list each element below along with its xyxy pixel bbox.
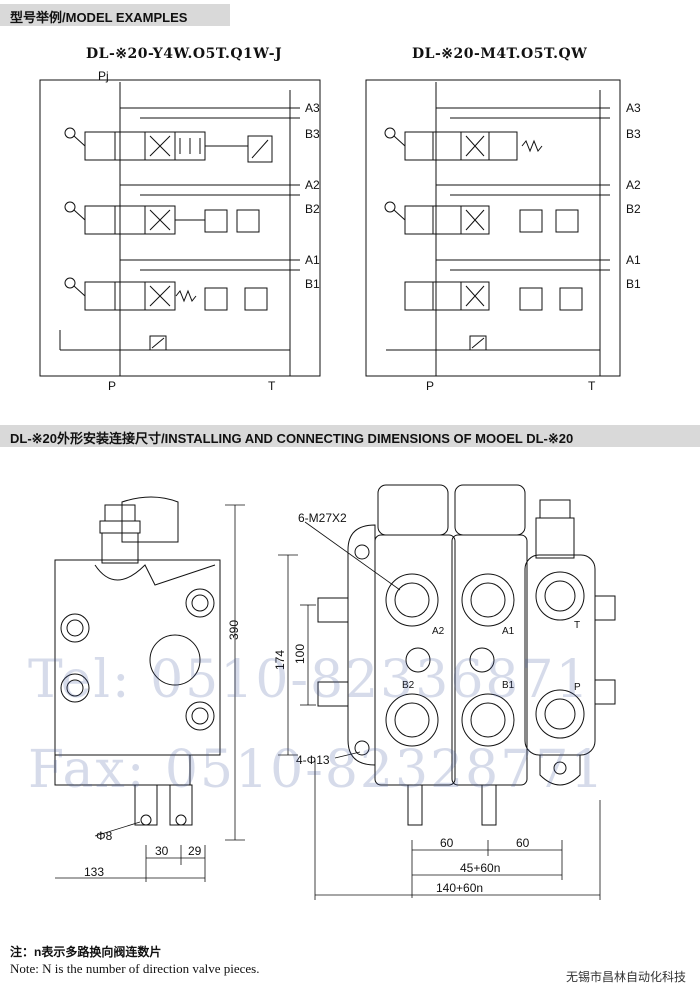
model-code-right: DL-※20-M4T.O5T.QW	[412, 46, 588, 62]
dim-29: 29	[188, 844, 202, 858]
spool-row-1	[64, 259, 300, 311]
spool-row-3-right	[384, 107, 610, 161]
label-a3-right: A3	[626, 101, 641, 115]
spool-row-2-right	[384, 184, 610, 235]
label-b3-right: B3	[626, 127, 641, 141]
label-t-left: T	[268, 379, 276, 393]
note-english: Note: N is the number of direction valve…	[10, 961, 260, 976]
front-view-drawing	[278, 484, 616, 900]
spool-row-1-right	[404, 259, 610, 311]
label-a1-left: A1	[305, 253, 320, 267]
label-b2-right: B2	[626, 202, 641, 216]
section-header-dimensions: DL-※20外形安装连接尺寸/INSTALLING AND CONNECTING…	[0, 425, 700, 447]
label-p-left: P	[108, 379, 116, 393]
label-pj: Pj	[98, 69, 109, 83]
dim-100: 100	[293, 644, 307, 664]
section-header-model-examples: 型号举例/MODEL EXAMPLES	[0, 4, 230, 26]
label-b3-left: B3	[305, 127, 320, 141]
label-a2-right: A2	[626, 178, 641, 192]
label-a2-left: A2	[305, 178, 320, 192]
dim-133: 133	[84, 865, 104, 879]
note-chinese: 注：n表示多路换向阀连数片	[10, 945, 162, 959]
dim-30: 30	[155, 844, 169, 858]
company-name: 无锡市昌林自动化科技	[565, 970, 686, 984]
watermark-tel: Tel: 0510-82336871	[28, 650, 591, 710]
label-b1-right: B1	[626, 277, 641, 291]
label-a3-left: A3	[305, 101, 320, 115]
dim-60-a: 60	[440, 836, 454, 850]
section-title: 型号举例/MODEL EXAMPLES	[10, 10, 188, 25]
label-p-right: P	[426, 379, 434, 393]
port-b2: B2	[402, 680, 415, 691]
dim-45-60n: 45+60n	[460, 861, 500, 875]
port-p: P	[574, 682, 581, 693]
schematic-frame-left	[39, 79, 321, 377]
dim-60-b: 60	[516, 836, 530, 850]
dim-140-60n: 140+60n	[436, 881, 483, 895]
relief-valve-symbol-right	[469, 335, 487, 351]
dim-phi8: Φ8	[96, 829, 113, 843]
spool-row-2	[64, 184, 300, 235]
side-view-drawing	[54, 496, 245, 882]
dim-390: 390	[227, 620, 241, 640]
port-a1: A1	[502, 626, 515, 637]
port-b1: B1	[502, 680, 515, 691]
label-a1-right: A1	[626, 253, 641, 267]
port-t: T	[574, 620, 580, 631]
label-t-right: T	[588, 379, 596, 393]
port-a2: A2	[432, 626, 445, 637]
label-b1-left: B1	[305, 277, 320, 291]
spool-row-3	[64, 107, 300, 163]
dim-thread: 6-M27X2	[298, 511, 347, 525]
schematic-frame-right	[365, 79, 621, 377]
model-code-left: DL-※20-Y4W.O5T.Q1W-J	[86, 46, 283, 62]
schematic-left	[39, 79, 321, 377]
section-title-dimensions: DL-※20外形安装连接尺寸/INSTALLING AND CONNECTING…	[10, 431, 574, 446]
dim-174: 174	[273, 650, 287, 670]
watermark-fax: Fax: 0510-82328771	[28, 740, 606, 800]
relief-valve-symbol	[149, 335, 167, 351]
schematic-right	[365, 79, 621, 377]
dim-holes: 4-Φ13	[296, 753, 330, 767]
label-b2-left: B2	[305, 202, 320, 216]
